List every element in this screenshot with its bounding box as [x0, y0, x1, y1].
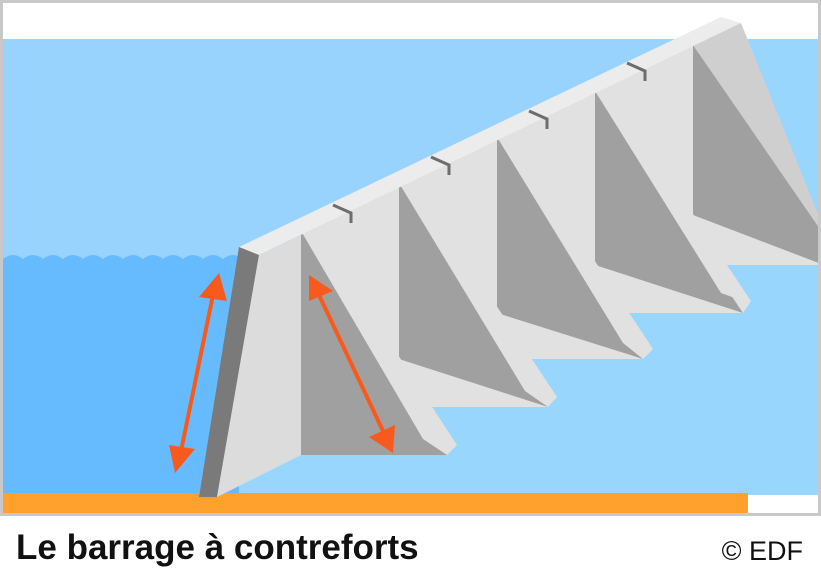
dam-illustration [3, 3, 818, 513]
upper-waves [3, 3, 663, 39]
double-arrow-icon [309, 275, 395, 453]
buttress-5 [693, 23, 818, 265]
dam-face [199, 17, 741, 497]
copyright-credit: © EDF [721, 536, 803, 566]
double-arrow-icon [169, 273, 227, 473]
illustration-frame [0, 0, 821, 516]
buttress-2 [399, 137, 557, 407]
reservoir-deep-water [3, 255, 239, 495]
buttress-3 [497, 91, 653, 359]
foundation [3, 493, 748, 513]
lower-waves [3, 253, 243, 259]
caption-title: Le barrage à contreforts [16, 528, 419, 567]
joint-mark-icon [332, 61, 647, 223]
buttress-4 [595, 45, 751, 313]
buttress-1 [301, 183, 457, 455]
